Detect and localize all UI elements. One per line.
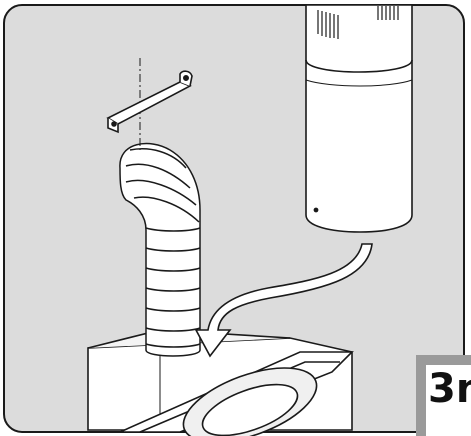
- hood-chimney-icon: [305, 4, 413, 233]
- vent-slots: [317, 6, 399, 39]
- step-label: 3n: [428, 366, 471, 412]
- hood-base-icon: [87, 329, 354, 436]
- step-badge-inner: 3n: [426, 365, 471, 436]
- mounting-bracket-icon: [106, 70, 193, 134]
- curved-arrow-icon: [194, 243, 373, 358]
- step-badge: 3n: [416, 355, 471, 436]
- flexible-duct-icon: [119, 142, 201, 357]
